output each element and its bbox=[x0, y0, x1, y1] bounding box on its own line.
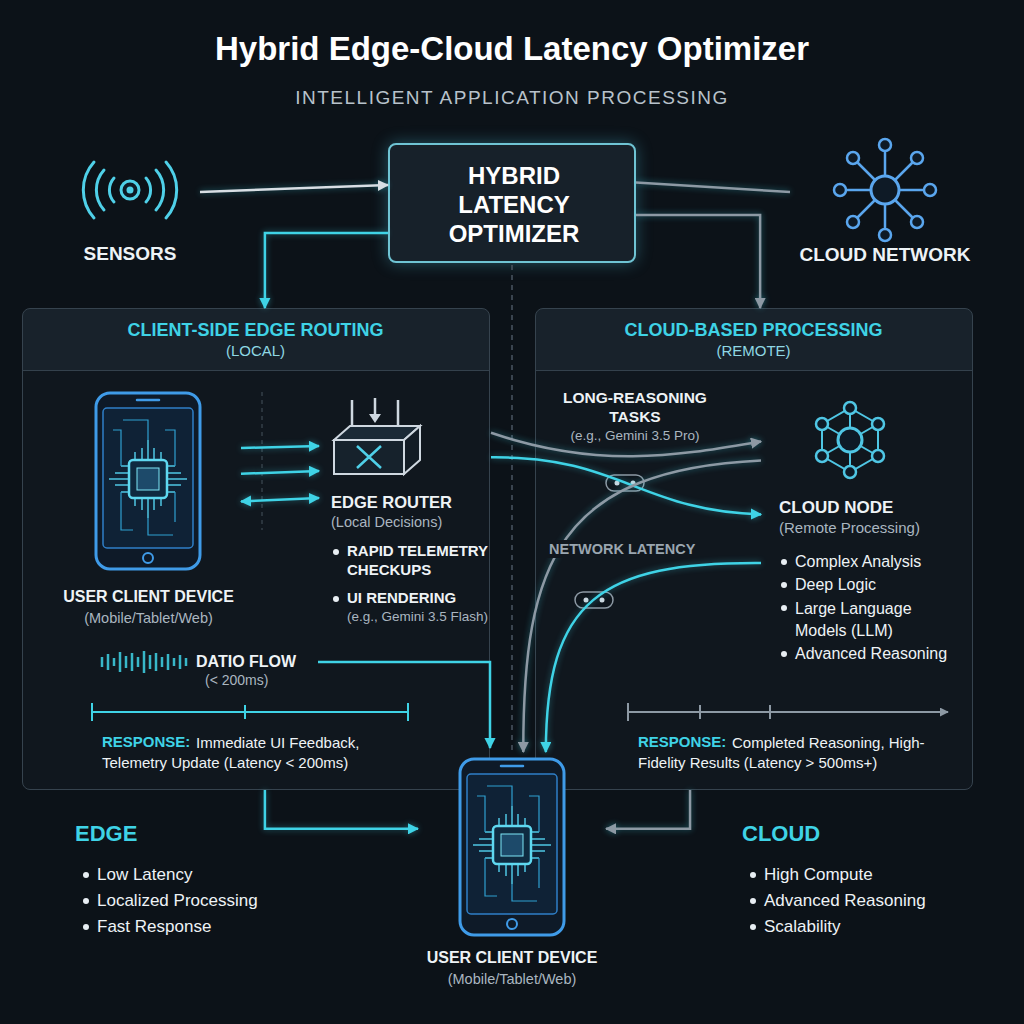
connector-arrow bbox=[636, 215, 760, 308]
node-text: CLOUD NODE bbox=[779, 497, 969, 518]
connector-arrow bbox=[241, 498, 319, 502]
node-text: (Local Decisions) bbox=[331, 513, 491, 531]
node-text: (LOCAL) bbox=[23, 342, 488, 361]
node-text: RAPID TELEMETRY CHECKUPS bbox=[347, 542, 497, 580]
edge-router: EDGE ROUTER(Local Decisions)RAPID TELEME… bbox=[319, 396, 491, 641]
client-device: USER CLIENT DEVICE (Mobile/Tablet/Web) bbox=[56, 389, 241, 639]
summary-item: Fast Response bbox=[97, 916, 211, 937]
node-text: (Remote Processing) bbox=[779, 519, 969, 538]
node-text: CLOUD-BASED PROCESSING bbox=[536, 319, 971, 342]
node-text: (Mobile/Tablet/Web) bbox=[418, 970, 606, 988]
summary-heading: CLOUD bbox=[742, 820, 820, 848]
node-text: HYBRID LATENCY OPTIMIZER bbox=[414, 161, 614, 248]
node-text: EDGE ROUTER bbox=[331, 492, 491, 513]
cloud-node: CLOUD NODE(Remote Processing) Complex Ana… bbox=[761, 401, 971, 671]
connector-arrow bbox=[523, 460, 761, 752]
edge-panel: CLIENT-SIDE EDGE ROUTING(LOCAL) USER CLIE… bbox=[22, 308, 490, 790]
connector-arrow bbox=[200, 185, 388, 192]
connector-arrow bbox=[491, 433, 761, 456]
summary-heading: EDGE bbox=[75, 820, 137, 848]
node-text: (REMOTE) bbox=[536, 342, 971, 361]
optimizer-box: HYBRID LATENCY OPTIMIZER bbox=[388, 143, 636, 263]
node-text: UI RENDERING bbox=[347, 589, 491, 608]
node-text: CLIENT-SIDE EDGE ROUTING bbox=[23, 319, 488, 342]
cloud-network-node: CLOUD NETWORK bbox=[790, 140, 980, 270]
node-text: (e.g., Gemini 3.5 Flash) bbox=[347, 609, 491, 626]
node-text: USER CLIENT DEVICE bbox=[56, 587, 241, 607]
connector-arrow bbox=[265, 790, 418, 829]
diagram-title: Hybrid Edge-Cloud Latency Optimizer bbox=[0, 28, 1024, 69]
connector-arrow bbox=[546, 563, 761, 752]
connector-arrow bbox=[241, 471, 319, 474]
summary-item: High Compute bbox=[764, 864, 873, 885]
connector-arrow bbox=[606, 790, 690, 829]
node-text: Advanced Reasoning bbox=[795, 644, 960, 664]
node-text: Complex Analysis bbox=[795, 552, 960, 572]
summary-item: Low Latency bbox=[97, 864, 192, 885]
connector-arrow bbox=[241, 446, 319, 448]
summary-item: Localized Processing bbox=[97, 890, 258, 911]
node-text: Large Language Models (LLM) bbox=[795, 598, 945, 642]
client-device: USER CLIENT DEVICE (Mobile/Tablet/Web) bbox=[418, 752, 606, 992]
sensor-node: SENSORS bbox=[60, 150, 200, 270]
node-text: CLOUD NETWORK bbox=[790, 243, 980, 267]
node-text: USER CLIENT DEVICE bbox=[418, 948, 606, 968]
subtitle: INTELLIGENT APPLICATION PROCESSING bbox=[0, 86, 1024, 110]
summary-item: Scalability bbox=[764, 916, 841, 937]
node-text: Deep Logic bbox=[795, 575, 960, 595]
summary-item: Advanced Reasoning bbox=[764, 890, 926, 911]
connector-arrow bbox=[265, 233, 388, 308]
node-text: SENSORS bbox=[60, 242, 200, 266]
connector-arrow bbox=[491, 457, 761, 514]
connector-arrow bbox=[636, 183, 790, 192]
cloud-panel: CLOUD-BASED PROCESSING(REMOTE) CLOUD NODE… bbox=[535, 308, 973, 790]
node-text: (Mobile/Tablet/Web) bbox=[56, 609, 241, 627]
